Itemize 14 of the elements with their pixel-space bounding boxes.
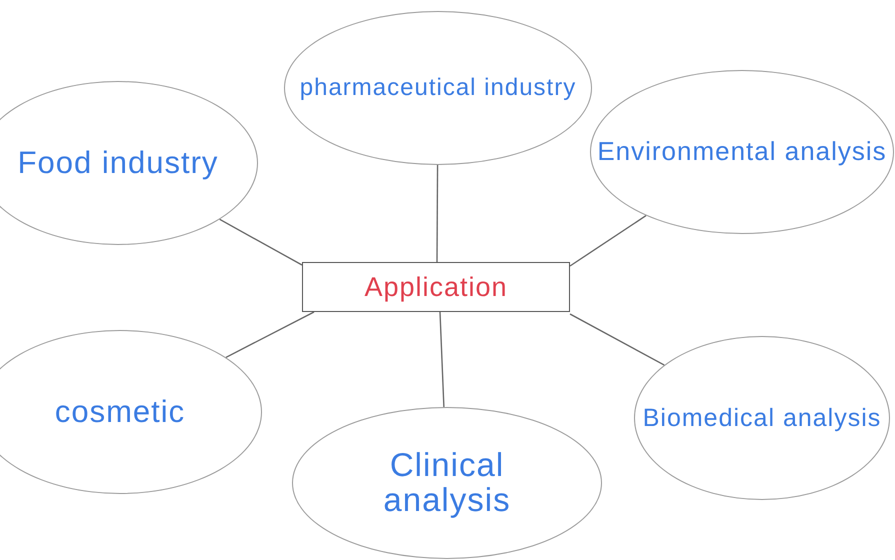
- connector-line: [226, 311, 314, 358]
- topic-label: cosmetic: [54, 396, 186, 428]
- connector-line: [570, 215, 646, 267]
- center-box: [302, 262, 570, 312]
- topic-label: Food industry: [18, 146, 218, 180]
- topic-label: Environmental analysis: [597, 138, 887, 166]
- topic-label: pharmaceutical industry: [300, 75, 576, 101]
- connector-line: [570, 313, 665, 366]
- topic-label: Biomedical analysis: [642, 404, 882, 432]
- connector-line: [219, 218, 302, 266]
- center-label: Application: [364, 272, 508, 302]
- connector-line: [439, 312, 445, 408]
- connector-line: [436, 165, 438, 262]
- topic-label: Clinical analysis: [382, 448, 512, 518]
